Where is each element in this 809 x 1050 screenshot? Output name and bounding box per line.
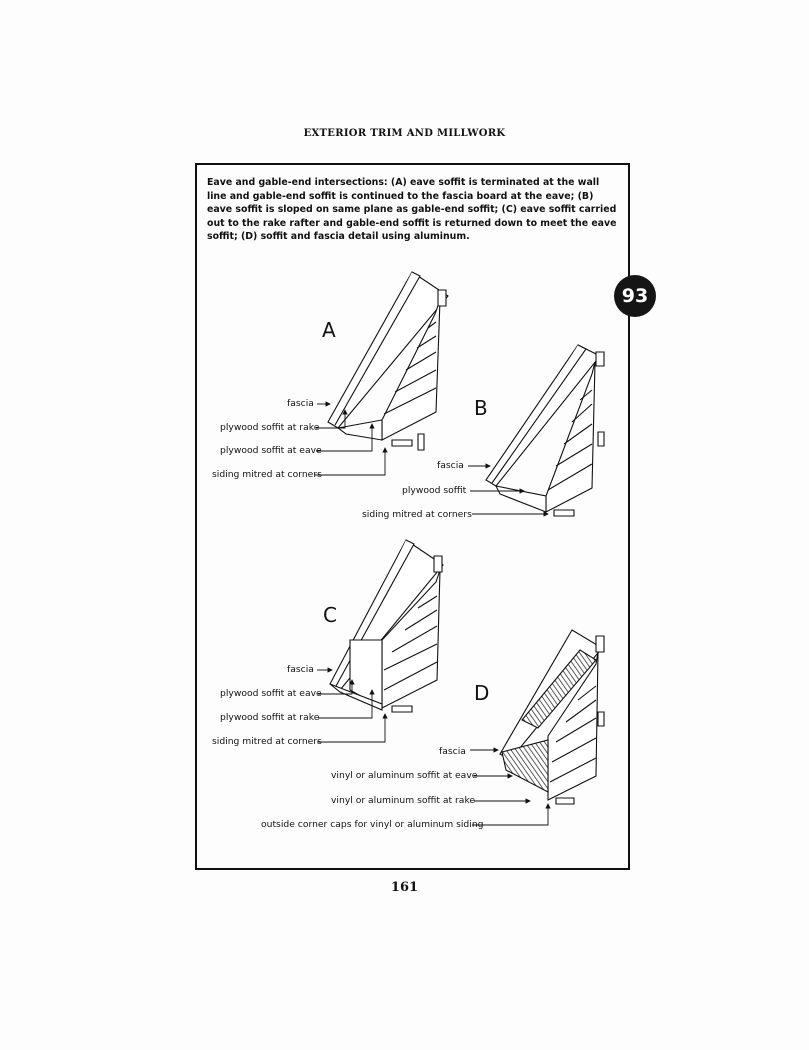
figure-letter-c: C <box>323 603 337 627</box>
label-b-soffit: plywood soffit <box>402 485 467 496</box>
label-b-fascia: fascia <box>437 460 464 471</box>
label-c-soffit-rake: plywood soffit at rake <box>220 712 320 723</box>
figure-letter-d: D <box>474 681 490 705</box>
illustration-b <box>485 344 605 517</box>
illustration-c <box>329 539 444 713</box>
label-a-siding: siding mitred at corners <box>212 469 322 480</box>
label-a-soffit-rake: plywood soffit at rake <box>220 422 320 433</box>
label-d-soffit-rake: vinyl or aluminum soffit at rake <box>331 795 476 806</box>
page-number: 161 <box>390 880 419 895</box>
figure-letter-a: A <box>322 318 336 342</box>
label-c-soffit-eave: plywood soffit at eave <box>220 688 322 699</box>
label-c-fascia: fascia <box>287 664 314 675</box>
illustration-d <box>499 629 605 805</box>
label-d-fascia: fascia <box>439 746 466 757</box>
illustration-a <box>327 271 449 451</box>
label-d-soffit-eave: vinyl or aluminum soffit at eave <box>331 770 478 781</box>
running-header: EXTERIOR TRIM AND MILLWORK <box>303 128 506 139</box>
label-d-corner-caps: outside corner caps for vinyl or aluminu… <box>261 819 484 830</box>
figure-frame <box>195 163 630 870</box>
label-c-siding: siding mitred at corners <box>212 736 322 747</box>
label-a-fascia: fascia <box>287 398 314 409</box>
chapter-tab-badge: 93 <box>614 275 656 317</box>
figure-letter-b: B <box>474 396 488 420</box>
figure-caption: Eave and gable-end intersections: (A) ea… <box>207 177 617 243</box>
label-b-siding: siding mitred at corners <box>362 509 472 520</box>
label-a-soffit-eave: plywood soffit at eave <box>220 445 322 456</box>
